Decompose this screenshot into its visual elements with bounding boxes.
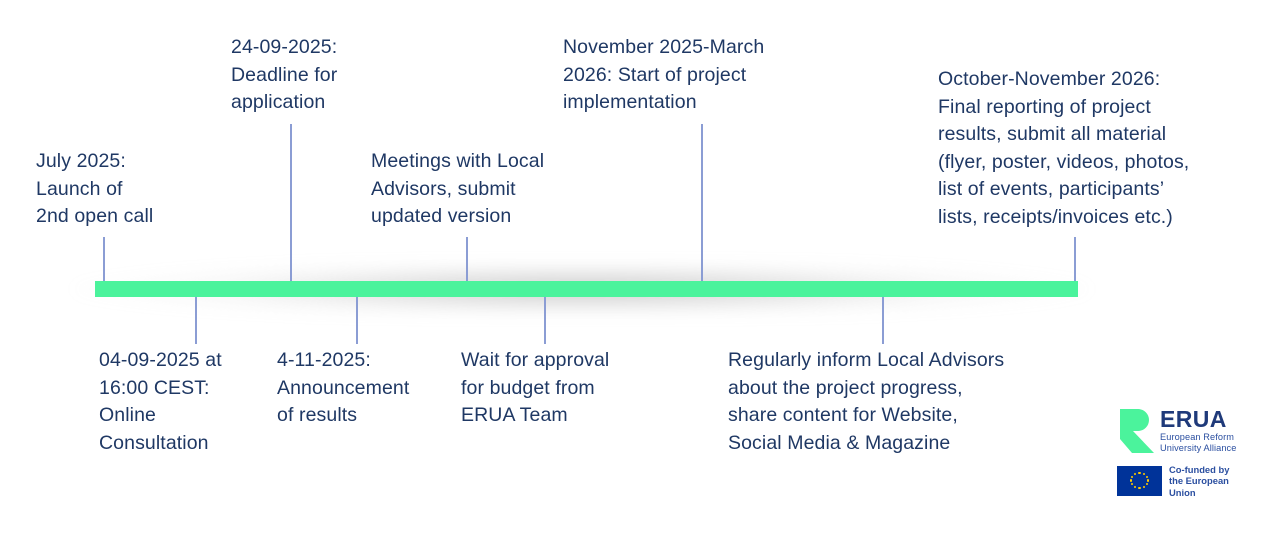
label-deadline: 24-09-2025: Deadline for application — [231, 36, 338, 113]
label-budget-approval: Wait for approval for budget from ERUA T… — [461, 349, 610, 426]
connector-budget-approval — [544, 297, 546, 344]
connector-final-reporting — [1074, 237, 1076, 281]
connector-announcement — [356, 297, 358, 344]
connector-meetings — [466, 237, 468, 281]
erua-mark-icon — [1120, 409, 1154, 453]
erua-text-block: ERUA European Reform University Alliance — [1160, 407, 1236, 454]
erua-wordmark: ERUA — [1160, 406, 1227, 432]
connector-online-consultation — [195, 297, 197, 344]
timeline-bar — [95, 281, 1078, 297]
label-final-reporting: October-November 2026: Final reporting o… — [938, 68, 1190, 228]
label-inform-advisors: Regularly inform Local Advisors about th… — [728, 349, 1005, 454]
erua-tagline: European Reform University Alliance — [1160, 432, 1237, 453]
connector-deadline — [290, 124, 292, 281]
label-launch: July 2025: Launch of 2nd open call — [36, 150, 154, 227]
connector-inform-advisors — [882, 297, 884, 344]
connector-implementation — [701, 124, 703, 281]
label-online-consultation: 04-09-2025 at 16:00 CEST: Online Consult… — [99, 349, 222, 454]
eu-flag-icon — [1117, 466, 1162, 496]
label-meetings: Meetings with Local Advisors, submit upd… — [371, 150, 545, 227]
erua-logo: ERUA European Reform University Alliance — [1120, 407, 1252, 455]
label-announcement: 4-11-2025: Announcement of results — [277, 349, 410, 426]
connector-launch — [103, 237, 105, 281]
eu-caption: Co-funded by the European Union — [1169, 463, 1230, 498]
eu-cofunded-logo: Co-funded by the European Union — [1117, 463, 1253, 498]
label-implementation: November 2025-March 2026: Start of proje… — [563, 36, 765, 113]
